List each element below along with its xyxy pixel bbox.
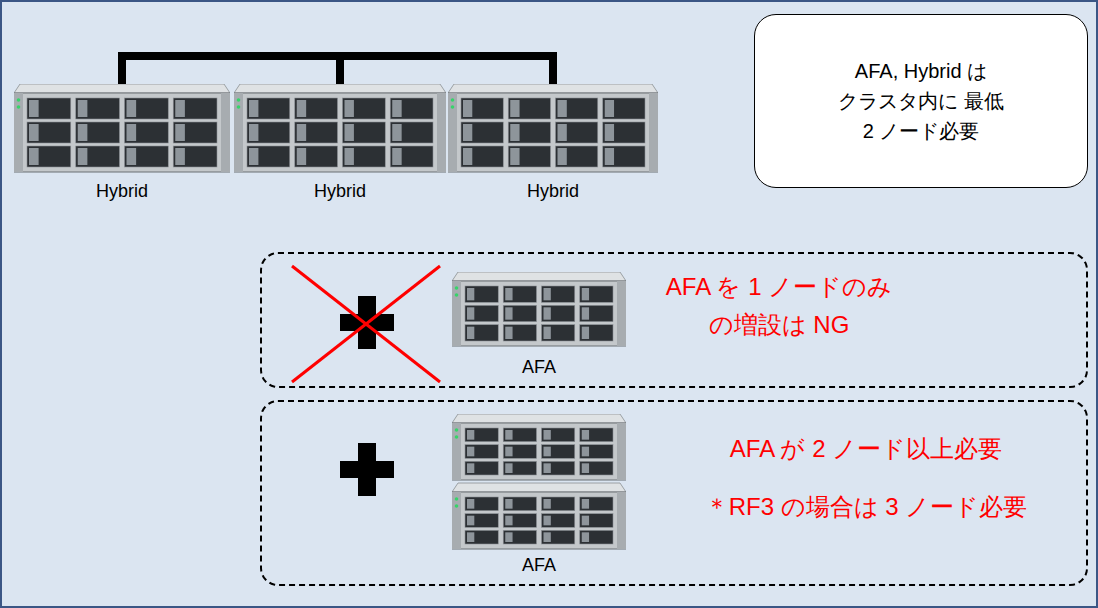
server-label: AFA <box>452 554 626 577</box>
cluster-link <box>122 56 340 86</box>
server-unit <box>452 272 626 346</box>
warning-text: AFA が 2 ノード以上必要 <box>646 434 1086 464</box>
afa-server: AFA <box>452 272 626 385</box>
server-unit <box>234 84 446 172</box>
server-unit <box>448 84 658 172</box>
server-label: AFA <box>452 356 626 379</box>
server-illustration <box>448 84 658 175</box>
server-label: Hybrid <box>448 180 658 203</box>
hybrid-server: Hybrid <box>448 84 658 209</box>
note-text: AFA, Hybrid は クラスタ内に 最低 2 ノード必要 <box>831 56 1011 146</box>
hybrid-server: Hybrid <box>14 84 230 209</box>
server-illustration <box>452 272 626 349</box>
hybrid-server: Hybrid <box>234 84 446 209</box>
dashed-group: AFA が 2 ノード以上必要 ＊RF3 の場合は 3 ノード必要 AFA <box>260 400 1088 586</box>
server-label: Hybrid <box>14 180 230 203</box>
note-box: AFA, Hybrid は クラスタ内に 最低 2 ノード必要 <box>754 14 1088 188</box>
server-illustration <box>452 414 626 552</box>
cluster-link <box>340 56 553 86</box>
server-unit <box>452 414 626 480</box>
afa-server-pair: AFA <box>452 414 626 583</box>
server-label: Hybrid <box>234 180 446 203</box>
warning-text: AFA を 1 ノードのみ の増設は NG <box>634 268 924 345</box>
server-unit <box>452 483 626 549</box>
server-illustration <box>14 84 230 175</box>
dashed-group: AFA を 1 ノードのみ の増設は NG AFA <box>260 252 1088 388</box>
server-unit <box>14 84 230 172</box>
warning-text: ＊RF3 の場合は 3 ノード必要 <box>646 492 1086 522</box>
cross-mark <box>292 266 440 382</box>
plus-sign <box>340 443 394 496</box>
server-illustration <box>234 84 446 175</box>
